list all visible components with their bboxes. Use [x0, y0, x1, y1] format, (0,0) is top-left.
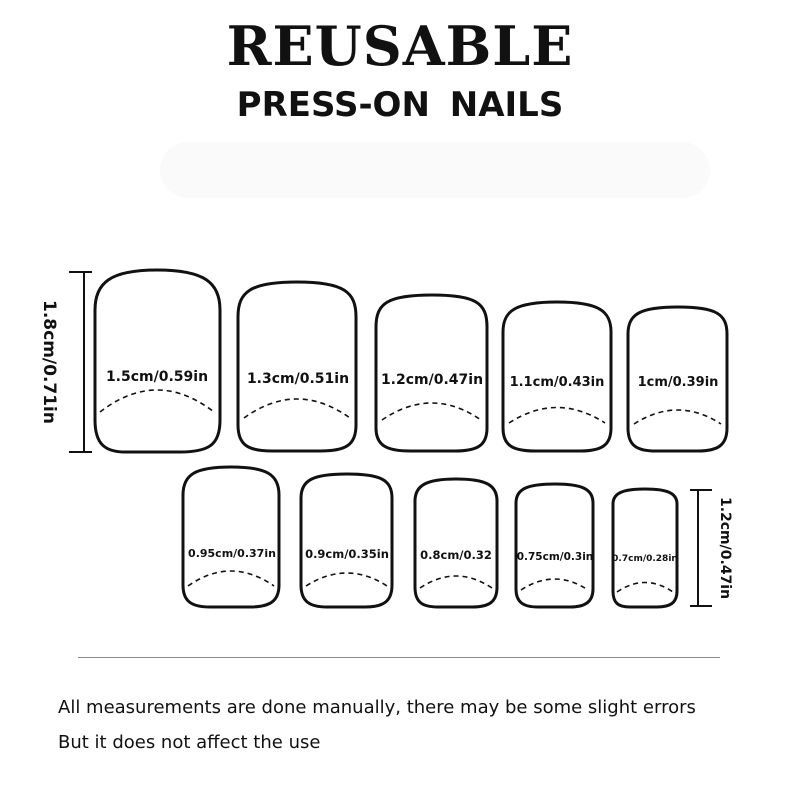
nail-width-label: 0.8cm/0.32	[420, 548, 492, 562]
nail-width-label: 1.5cm/0.59in	[106, 369, 208, 385]
nail-9: 0.75cm/0.3in	[514, 482, 595, 609]
nail-width-label: 0.9cm/0.35in	[305, 547, 389, 561]
cuticle-line	[520, 578, 589, 591]
nail-1: 1.5cm/0.59in	[93, 268, 222, 454]
nail-6: 0.95cm/0.37in	[181, 465, 281, 609]
nail-width-label: 1.2cm/0.47in	[381, 372, 483, 388]
cuticle-line	[508, 406, 606, 424]
divider-line	[78, 657, 720, 658]
height-dimension-large: 1.8cm/0.71in	[39, 271, 92, 453]
nail-width-label: 0.75cm/0.3in	[517, 551, 594, 563]
small-height-label: 1.2cm/0.47in	[717, 497, 733, 599]
nail-7: 0.9cm/0.35in	[299, 472, 394, 609]
page-subtitle: PRESS-ON NAILS	[236, 85, 564, 125]
cuticle-line	[187, 570, 275, 587]
nail-3: 1.2cm/0.47in	[374, 293, 489, 453]
nail-outline	[93, 268, 222, 454]
nail-outline	[299, 472, 394, 609]
nail-10: 0.7cm/0.28in	[611, 487, 679, 609]
measurement-disclaimer: All measurements are done manually, ther…	[58, 697, 696, 718]
nail-5: 1cm/0.39in	[626, 305, 729, 453]
nail-4: 1.1cm/0.43in	[501, 300, 613, 453]
nail-8: 0.8cm/0.32	[413, 477, 499, 609]
cuticle-line	[633, 409, 722, 425]
nail-width-label: 1.3cm/0.51in	[247, 371, 349, 387]
cuticle-line	[419, 575, 493, 589]
height-dimension-small: 1.2cm/0.47in	[690, 489, 733, 607]
nail-width-label: 1.1cm/0.43in	[510, 375, 605, 390]
nail-width-label: 0.95cm/0.37in	[188, 547, 276, 560]
nail-outline	[626, 305, 729, 453]
usage-note: But it does not affect the use	[58, 732, 321, 753]
large-height-label: 1.8cm/0.71in	[39, 300, 59, 424]
nail-outline	[514, 482, 595, 609]
nail-outline	[501, 300, 613, 453]
nail-width-label: 0.7cm/0.28in	[612, 554, 678, 564]
nail-outline	[374, 293, 489, 453]
cuticle-line	[381, 402, 482, 421]
cuticle-line	[616, 581, 674, 593]
nail-size-diagram: 1.5cm/0.59in 1.3cm/0.51in 1.2cm/0.47in 1…	[39, 268, 733, 609]
background-band	[160, 142, 710, 198]
nail-outline	[236, 280, 358, 453]
nail-outline	[181, 465, 281, 609]
page-title: REUSABLE	[226, 14, 574, 78]
nail-2: 1.3cm/0.51in	[236, 280, 358, 453]
nail-outline	[413, 477, 499, 609]
nail-width-label: 1cm/0.39in	[638, 375, 719, 390]
cuticle-line	[243, 398, 351, 419]
cuticle-line	[99, 389, 215, 413]
nail-outline	[611, 487, 679, 609]
cuticle-line	[305, 572, 388, 587]
